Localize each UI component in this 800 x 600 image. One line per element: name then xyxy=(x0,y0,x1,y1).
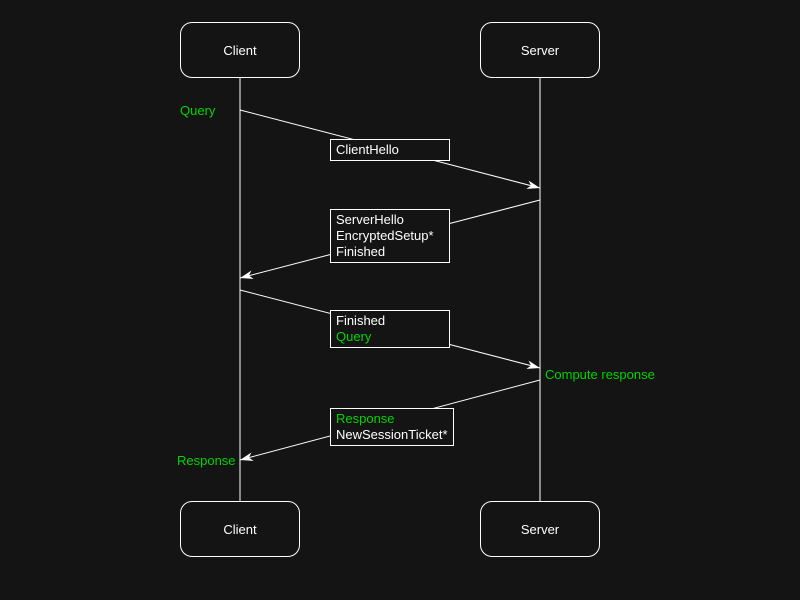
message-line: EncryptedSetup* xyxy=(336,228,434,243)
message-line: Finished xyxy=(336,313,386,328)
actor-server-top-label: Server xyxy=(520,42,560,58)
message-line: Finished xyxy=(336,244,386,259)
actor-server-bottom: Server xyxy=(480,501,600,557)
message-box-server-hello: ServerHello EncryptedSetup* Finished xyxy=(330,209,450,263)
message-line: Response xyxy=(336,411,395,426)
message-box-finished-query: Finished Query xyxy=(330,310,450,348)
message-box-client-hello: ClientHello xyxy=(330,139,450,161)
message-line: ServerHello xyxy=(336,212,404,227)
message-box-response-ticket: Response NewSessionTicket* xyxy=(330,408,454,446)
actor-client-top: Client xyxy=(180,22,300,78)
actor-client-bottom: Client xyxy=(180,501,300,557)
annotation-response: Response xyxy=(177,453,236,468)
message-line: Query xyxy=(336,329,372,344)
message-line: NewSessionTicket* xyxy=(336,427,448,442)
actor-server-bottom-label: Server xyxy=(520,521,560,537)
actor-server-top: Server xyxy=(480,22,600,78)
actor-client-bottom-label: Client xyxy=(223,521,257,537)
message-line: ClientHello xyxy=(336,142,399,157)
annotation-query: Query xyxy=(180,103,216,118)
annotation-compute-response: Compute response xyxy=(545,367,655,382)
actor-client-top-label: Client xyxy=(223,42,257,58)
